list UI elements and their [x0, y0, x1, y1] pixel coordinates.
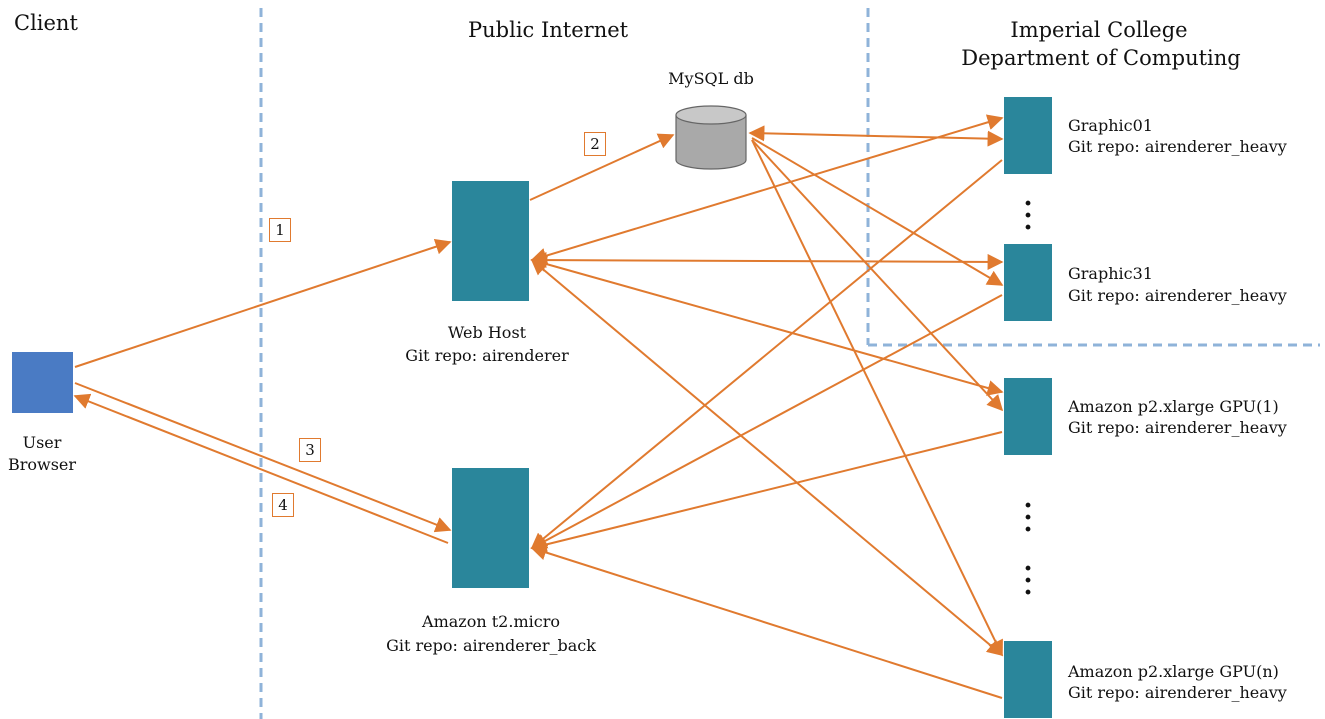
zone-imperial-line2: Department of Computing: [961, 46, 1241, 70]
web-host-node[interactable]: [452, 181, 529, 301]
arrow-browser-t2micro: [74, 382, 452, 533]
graphic01-label-line1: Graphic01: [1068, 116, 1153, 135]
arrow-gpu1-webhost: [530, 256, 1004, 396]
arrow-gpun-t2micro: [530, 544, 1003, 699]
ellipsis-icon: ···: [1023, 491, 1033, 545]
browser-label-line1: User: [22, 433, 62, 452]
connection-arrows: [73, 114, 1004, 699]
gpu1-label-line2: Git repo: airenderer_heavy: [1068, 418, 1287, 437]
t2-micro-node[interactable]: [452, 468, 529, 588]
step-badge: 2: [584, 132, 606, 156]
gpu1-node[interactable]: [1004, 378, 1052, 455]
user-browser-node[interactable]: [12, 352, 73, 413]
web-host-label-line1: Web Host: [447, 323, 527, 342]
graphic01-node[interactable]: [1004, 97, 1052, 174]
arrow-graphic01-t2micro: [530, 159, 1003, 550]
web-host-label-line2: Git repo: airenderer: [405, 346, 569, 365]
ellipsis-icon: ···: [1023, 554, 1033, 608]
arrow-gpu1-t2micro: [530, 431, 1003, 553]
gpun-label-line2: Git repo: airenderer_heavy: [1068, 683, 1287, 702]
arrow-graphic31-t2micro: [530, 294, 1003, 549]
t2-micro-label-line1: Amazon t2.micro: [422, 612, 560, 631]
zone-client-label: Client: [14, 11, 78, 35]
t2-micro-label-line2: Git repo: airenderer_back: [386, 636, 596, 655]
mysql-db-icon: [675, 105, 747, 170]
mysql-db-label: MySQL db: [668, 69, 754, 88]
step-badge: 1: [269, 218, 291, 242]
graphic31-node[interactable]: [1004, 244, 1052, 321]
zone-public-internet-label: Public Internet: [468, 18, 629, 42]
gpun-node[interactable]: [1004, 641, 1052, 718]
arrow-db-gpun: [751, 139, 1003, 657]
browser-label-line2: Browser: [7, 455, 77, 474]
gpun-label-line1: Amazon p2.xlarge GPU(n): [1068, 662, 1279, 681]
graphic31-label-line2: Git repo: airenderer_heavy: [1068, 286, 1287, 305]
arrow-db-graphic01: [748, 125, 1004, 147]
step-badge: 3: [299, 438, 321, 462]
step-badge: 4: [272, 493, 294, 517]
graphic31-label-line1: Graphic31: [1068, 264, 1153, 283]
ellipsis-icon: ···: [1023, 189, 1033, 243]
arrow-t2micro-browser: [73, 393, 449, 544]
graphic01-label-line2: Git repo: airenderer_heavy: [1068, 137, 1287, 156]
arrow-gpun-webhost: [530, 258, 1004, 657]
arrow-db-gpu1: [751, 139, 1004, 412]
arrow-graphic01-webhost: [530, 114, 1004, 264]
arrow-graphic31-webhost: [530, 252, 1004, 270]
gpu1-label-line1: Amazon p2.xlarge GPU(1): [1068, 397, 1279, 416]
arrow-browser-webhost: [74, 238, 452, 368]
zone-imperial-line1: Imperial College: [1010, 18, 1188, 42]
